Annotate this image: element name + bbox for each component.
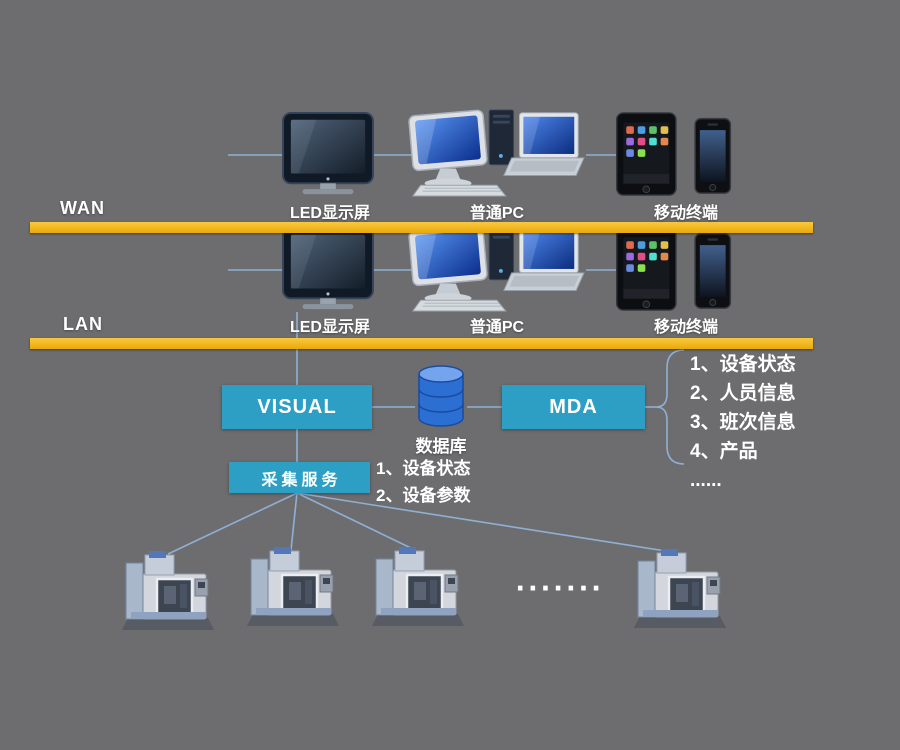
lan-bar bbox=[30, 338, 813, 349]
database-icon bbox=[415, 363, 467, 429]
database-content-list: 1、设备状态 2、设备参数 bbox=[376, 455, 546, 509]
cnc-machine-icon bbox=[118, 550, 218, 634]
pc-devices-icon bbox=[403, 222, 588, 312]
visual-box: VISUAL bbox=[222, 385, 372, 429]
mda-list-item: 1、设备状态 bbox=[690, 354, 796, 375]
mda-label: MDA bbox=[549, 395, 598, 418]
more-machines-ellipsis: ······· bbox=[515, 570, 605, 606]
cnc-machine-icon bbox=[243, 546, 343, 630]
mobile-devices-icon bbox=[612, 226, 737, 312]
pc-label: 普通PC bbox=[469, 319, 525, 336]
wan-label: WAN bbox=[60, 198, 105, 218]
database-label: 数据库 bbox=[415, 437, 467, 456]
cnc-machine-icon bbox=[630, 548, 730, 632]
wan-bar bbox=[30, 222, 813, 233]
visual-label: VISUAL bbox=[257, 395, 337, 418]
mobile-label: 移动终端 bbox=[653, 205, 718, 222]
led-display-icon bbox=[280, 111, 376, 197]
mda-list-item: ...... bbox=[690, 470, 722, 491]
mda-list-item: 2、人员信息 bbox=[690, 383, 796, 404]
cnc-machine-icon bbox=[368, 546, 468, 630]
mda-output-list: 1、设备状态 2、人员信息 3、班次信息 4、产品 ...... bbox=[690, 350, 890, 495]
mda-box: MDA bbox=[502, 385, 645, 429]
collect-service-box: 采集服务 bbox=[229, 462, 370, 493]
led-display-label: LED显示屏 bbox=[289, 319, 370, 336]
mda-list-brace bbox=[655, 349, 685, 465]
mda-list-item: 3、班次信息 bbox=[690, 412, 796, 433]
collect-service-label: 采集服务 bbox=[261, 471, 342, 489]
db-list-item: 1、设备状态 bbox=[376, 459, 471, 478]
mobile-devices-icon bbox=[612, 111, 737, 197]
db-list-item: 2、设备参数 bbox=[376, 486, 471, 505]
mda-list-item: 4、产品 bbox=[690, 441, 758, 462]
mobile-label: 移动终端 bbox=[653, 319, 718, 336]
pc-devices-icon bbox=[403, 107, 588, 197]
pc-label: 普通PC bbox=[469, 205, 525, 222]
led-display-label: LED显示屏 bbox=[289, 205, 370, 222]
lan-label: LAN bbox=[63, 314, 103, 334]
led-display-icon bbox=[280, 226, 376, 312]
